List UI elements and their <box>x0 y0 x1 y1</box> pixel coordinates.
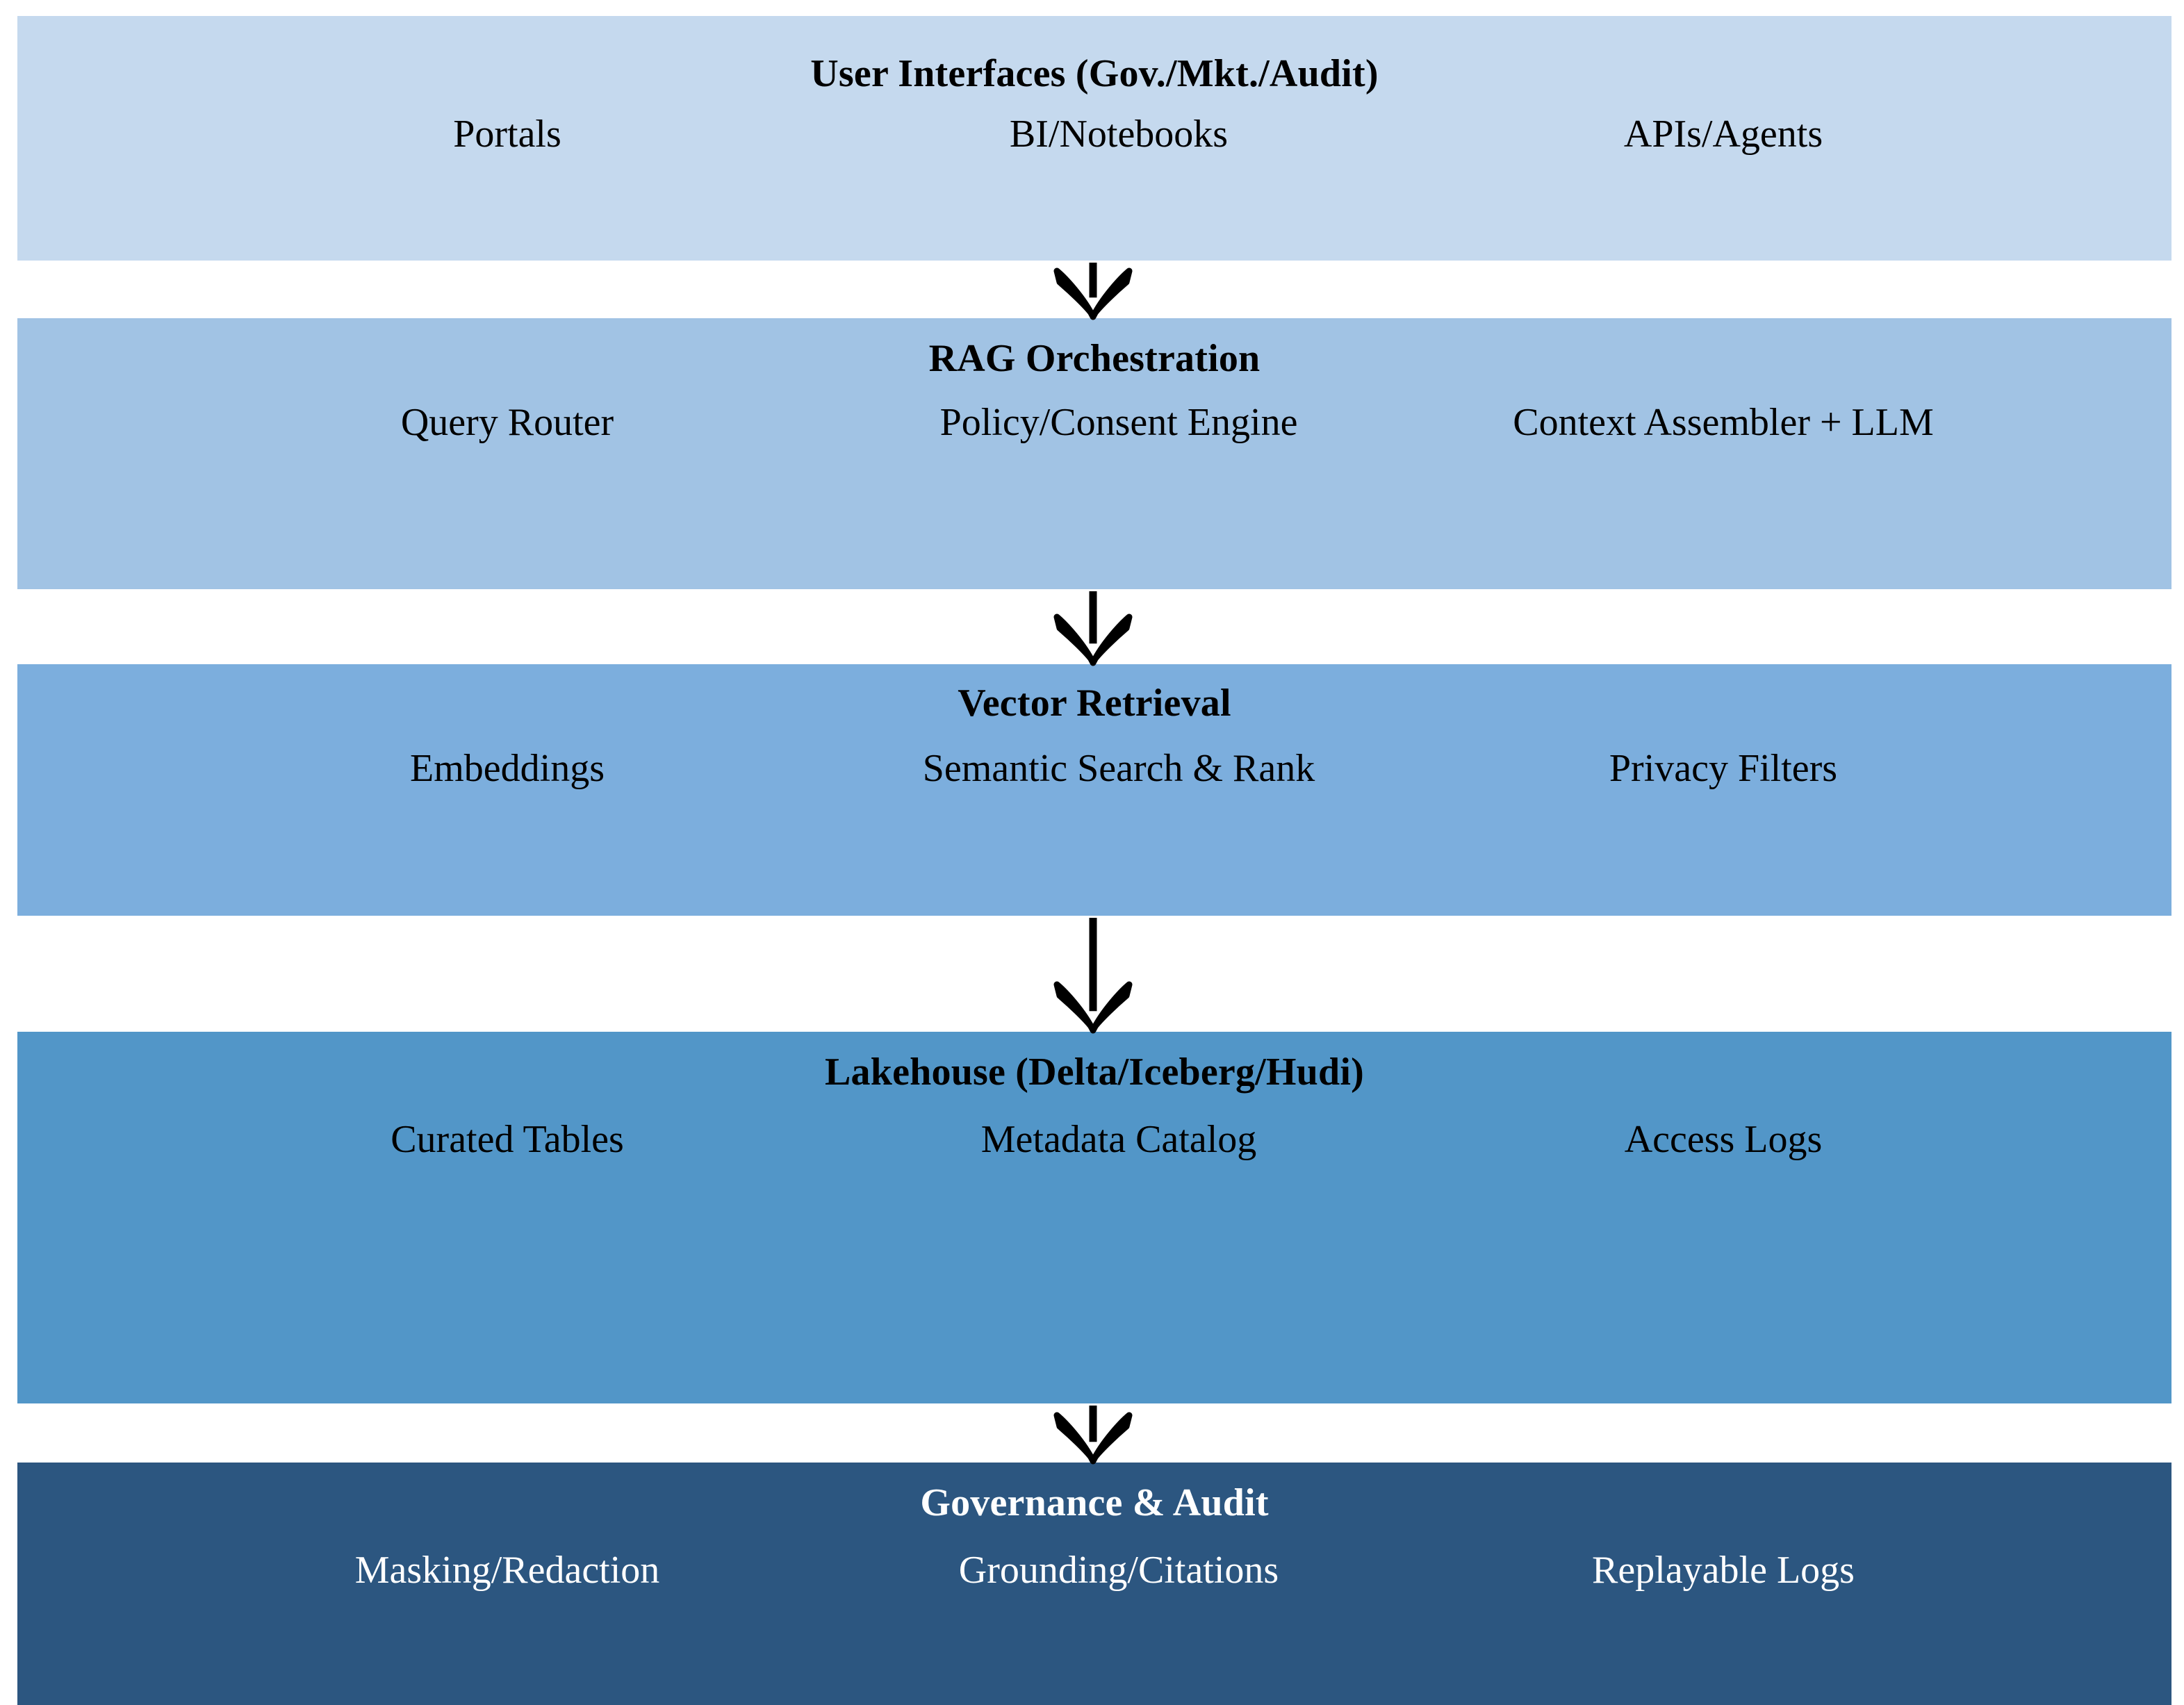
layer-item: Grounding/Citations <box>958 1549 1279 1592</box>
layer-title-governance-audit: Governance & Audit <box>920 1481 1269 1524</box>
layer-title-user-interfaces: User Interfaces (Gov./Mkt./Audit) <box>810 52 1379 95</box>
layer-title-lakehouse: Lakehouse (Delta/Iceberg/Hudi) <box>825 1051 1364 1094</box>
layer-band-lakehouse: Lakehouse (Delta/Iceberg/Hudi) Curated Ta… <box>17 1032 2171 1403</box>
layer-item: Portals <box>453 113 561 156</box>
layer-item: Replayable Logs <box>1592 1549 1855 1592</box>
layer-item: BI/Notebooks <box>1009 113 1229 156</box>
layer-title-vector-retrieval: Vector Retrieval <box>958 682 1231 725</box>
layer-item: Policy/Consent Engine <box>939 401 1298 444</box>
layer-item: Curated Tables <box>391 1118 624 1161</box>
down-arrow-icon <box>1041 263 1145 320</box>
layer-item: Privacy Filters <box>1609 747 1838 790</box>
layer-item: APIs/Agents <box>1623 113 1823 156</box>
layer-item: Access Logs <box>1624 1118 1823 1161</box>
down-arrow-icon <box>1041 591 1145 666</box>
down-arrow-icon <box>1041 1406 1145 1465</box>
down-arrow-icon <box>1041 918 1145 1034</box>
layer-item: Metadata Catalog <box>980 1118 1257 1161</box>
layer-item: Embeddings <box>410 747 605 790</box>
layer-item: Semantic Search & Rank <box>922 747 1315 790</box>
layer-item: Masking/Redaction <box>354 1549 660 1592</box>
layer-band-user-interfaces: User Interfaces (Gov./Mkt./Audit) Portals… <box>17 16 2171 261</box>
layer-item: Context Assembler + LLM <box>1513 401 1934 444</box>
layer-item: Query Router <box>400 401 614 444</box>
layer-title-rag-orchestration: RAG Orchestration <box>928 337 1261 380</box>
